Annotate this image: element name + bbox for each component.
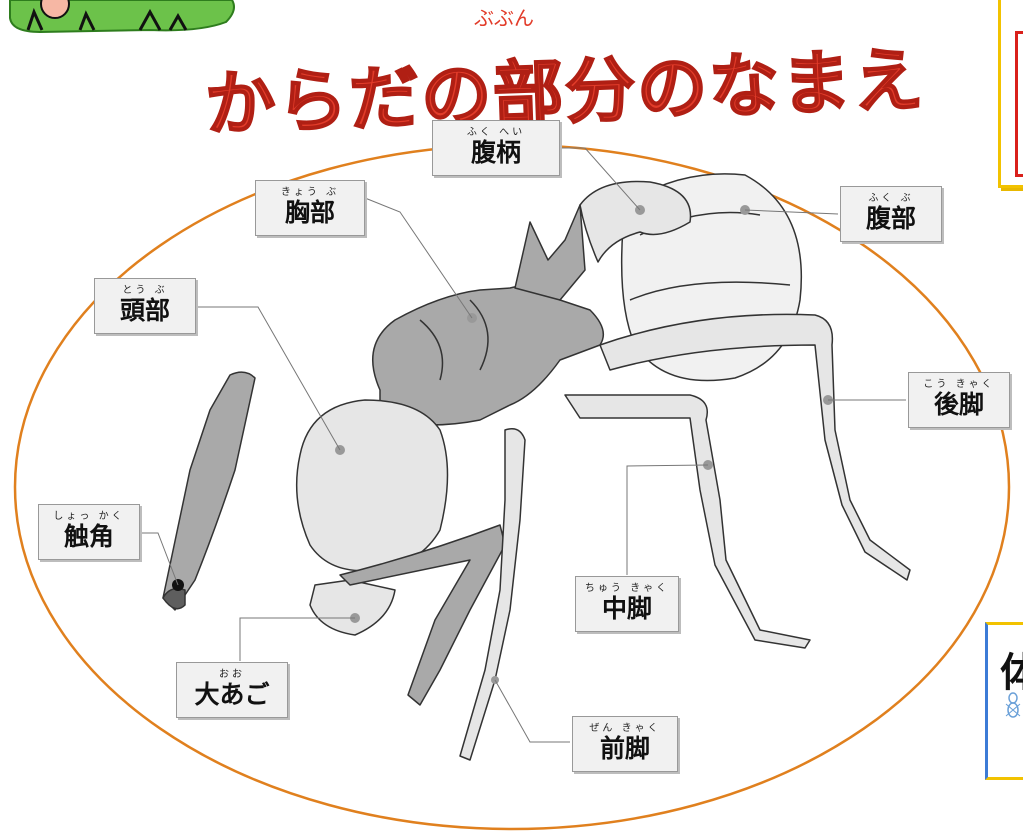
label-kyoubu: きょう ぶ胸部 xyxy=(255,180,365,236)
top-right-callout xyxy=(998,0,1023,188)
small-ant-icon xyxy=(1005,692,1021,718)
label-koukyaku: こう きゃく後脚 xyxy=(908,372,1010,428)
callout-red-frame xyxy=(1015,31,1023,177)
label-shokkaku: しょっ かく触角 xyxy=(38,504,140,560)
cartoon-kids-grass-icon xyxy=(9,0,235,34)
label-ooago: おお大あご xyxy=(176,662,288,718)
label-chuukyaku: ちゅう きゃく中脚 xyxy=(575,576,679,632)
label-fukubu: ふく ぶ腹部 xyxy=(840,186,942,242)
label-toubu: とう ぶ頭部 xyxy=(94,278,196,334)
label-zenkyaku: ぜん きゃく前脚 xyxy=(572,716,678,772)
label-fukuhei: ふく へい腹柄 xyxy=(432,120,560,176)
side-info-text: 体 xyxy=(1000,650,1023,696)
title-ruby: ぶぶん xyxy=(474,6,534,30)
